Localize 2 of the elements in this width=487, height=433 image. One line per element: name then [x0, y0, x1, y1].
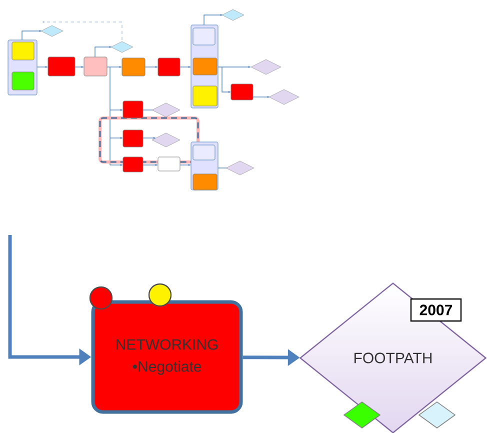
year-tag: 2007 — [410, 298, 462, 322]
process-box: NETWORKING •Negotiate — [91, 300, 243, 414]
